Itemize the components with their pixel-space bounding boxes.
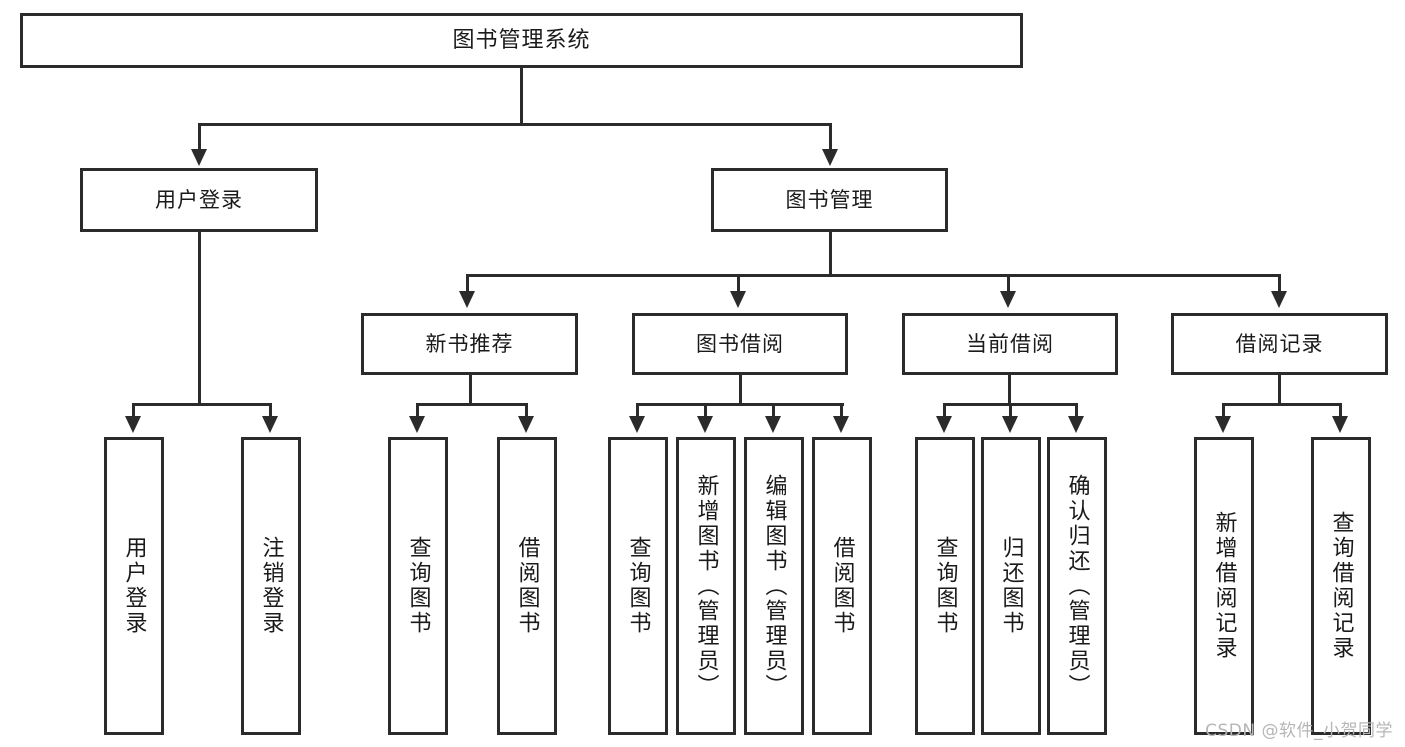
- connector-root-bus: [198, 123, 832, 126]
- node-label: 当前借阅: [966, 331, 1054, 356]
- connector-user-login-branch-1: [132, 403, 135, 418]
- leaf-user-login-2[interactable]: 注销登录: [241, 437, 301, 735]
- arrowhead-current-borrow-leaf-1: [936, 416, 952, 433]
- arrowhead-new-book-leaf-2: [518, 416, 534, 433]
- node-label: 新增图书（管理员）: [693, 473, 719, 699]
- node-label: 借阅图书: [829, 536, 855, 636]
- watermark: CSDN @软件_小贺同学: [1205, 721, 1393, 741]
- leaf-new-book-1[interactable]: 查询图书: [388, 437, 448, 735]
- connector-root-to-book-manage: [829, 123, 832, 151]
- arrowhead-current-borrow-leaf-2: [1002, 416, 1018, 433]
- leaf-borrow-record-2[interactable]: 查询借阅记录: [1311, 437, 1371, 735]
- leaf-book-borrow-3[interactable]: 编辑图书（管理员）: [744, 437, 804, 735]
- connector-borrow-record-stem: [1278, 375, 1281, 403]
- arrowhead-book-borrow-leaf-3: [765, 416, 781, 433]
- leaf-user-login-1[interactable]: 用户登录: [104, 437, 164, 735]
- arrowhead-to-book-borrow: [730, 291, 746, 308]
- leaf-current-borrow-2[interactable]: 归还图书: [981, 437, 1041, 735]
- arrowhead-to-new-book: [459, 291, 475, 308]
- arrowhead-current-borrow-leaf-3: [1068, 416, 1084, 433]
- connector-book-borrow-branch-4: [840, 403, 843, 418]
- leaf-borrow-record-1[interactable]: 新增借阅记录: [1194, 437, 1254, 735]
- leaf-current-borrow-1[interactable]: 查询图书: [915, 437, 975, 735]
- node-book-management[interactable]: 图书管理: [711, 168, 948, 232]
- node-label: 编辑图书（管理员）: [761, 473, 787, 699]
- arrowhead-user-login-leaf-2: [262, 416, 278, 433]
- node-label: 查询图书: [625, 536, 651, 636]
- connector-new-book-branch-2: [525, 403, 528, 418]
- connector-current-borrow-branch-2: [1009, 403, 1012, 418]
- leaf-book-borrow-4[interactable]: 借阅图书: [812, 437, 872, 735]
- connector-current-borrow-branch-3: [1075, 403, 1078, 418]
- node-user-login[interactable]: 用户登录: [80, 168, 318, 232]
- node-new-book-recommend[interactable]: 新书推荐: [361, 313, 578, 375]
- connector-borrow-record-branch-1: [1222, 403, 1225, 418]
- connector-root-to-user-login: [198, 123, 201, 151]
- connector-borrow-record-bus: [1222, 403, 1342, 406]
- connector-new-book-branch-1: [416, 403, 419, 418]
- leaf-current-borrow-3[interactable]: 确认归还（管理员）: [1047, 437, 1107, 735]
- arrowhead-to-borrow-record: [1271, 291, 1287, 308]
- node-label: 图书管理系统: [452, 27, 591, 53]
- node-label: 新增借阅记录: [1211, 511, 1237, 661]
- arrowhead-to-current-borrow: [1000, 291, 1016, 308]
- node-label: 用户登录: [155, 187, 243, 212]
- connector-to-new-book: [466, 274, 469, 293]
- connector-book-borrow-branch-2: [704, 403, 707, 418]
- node-label: 图书管理: [785, 187, 874, 212]
- node-label: 借阅记录: [1235, 331, 1324, 356]
- arrowhead-book-borrow-leaf-4: [833, 416, 849, 433]
- node-label: 确认归还（管理员）: [1064, 473, 1090, 699]
- node-label: 归还图书: [998, 536, 1024, 636]
- connector-current-borrow-stem: [1008, 375, 1011, 403]
- arrowhead-borrow-record-leaf-2: [1332, 416, 1348, 433]
- node-root-system[interactable]: 图书管理系统: [20, 13, 1023, 68]
- connector-current-borrow-branch-1: [943, 403, 946, 418]
- node-label: 查询借阅记录: [1328, 511, 1354, 661]
- arrowhead-new-book-leaf-1: [409, 416, 425, 433]
- connector-new-book-bus: [416, 403, 528, 406]
- connector-user-login-stem: [198, 232, 201, 403]
- connector-new-book-stem: [469, 375, 472, 403]
- leaf-new-book-2[interactable]: 借阅图书: [497, 437, 557, 735]
- connector-root-stem: [520, 68, 523, 123]
- connector-book-borrow-stem: [739, 375, 742, 403]
- leaf-book-borrow-1[interactable]: 查询图书: [608, 437, 668, 735]
- connector-book-borrow-branch-1: [636, 403, 639, 418]
- connector-user-login-branch-2: [269, 403, 272, 418]
- leaf-book-borrow-2[interactable]: 新增图书（管理员）: [676, 437, 736, 735]
- connector-borrow-record-branch-2: [1339, 403, 1342, 418]
- connector-to-current-borrow: [1007, 274, 1010, 293]
- node-label: 查询图书: [932, 536, 958, 636]
- node-label: 用户登录: [121, 536, 147, 636]
- connector-to-book-borrow: [737, 274, 740, 293]
- connector-book-borrow-branch-3: [772, 403, 775, 418]
- node-borrow-record[interactable]: 借阅记录: [1171, 313, 1388, 375]
- arrowhead-book-borrow-leaf-1: [629, 416, 645, 433]
- arrowhead-book-borrow-leaf-2: [697, 416, 713, 433]
- connector-to-borrow-record: [1278, 274, 1281, 293]
- arrowhead-user-login-leaf-1: [125, 416, 141, 433]
- connector-book-manage-stem: [829, 232, 832, 274]
- node-label: 借阅图书: [514, 536, 540, 636]
- connector-book-manage-bus: [466, 274, 1281, 277]
- node-label: 注销登录: [258, 536, 284, 636]
- node-current-borrow[interactable]: 当前借阅: [902, 313, 1118, 375]
- node-label: 新书推荐: [425, 331, 514, 356]
- arrowhead-to-user-login: [191, 149, 207, 166]
- connector-user-login-bus: [132, 403, 272, 406]
- arrowhead-borrow-record-leaf-1: [1215, 416, 1231, 433]
- node-label: 图书借阅: [696, 331, 784, 356]
- connector-book-borrow-bus: [636, 403, 844, 406]
- node-book-borrow[interactable]: 图书借阅: [632, 313, 848, 375]
- node-label: 查询图书: [405, 536, 431, 636]
- arrowhead-to-book-manage: [822, 149, 838, 166]
